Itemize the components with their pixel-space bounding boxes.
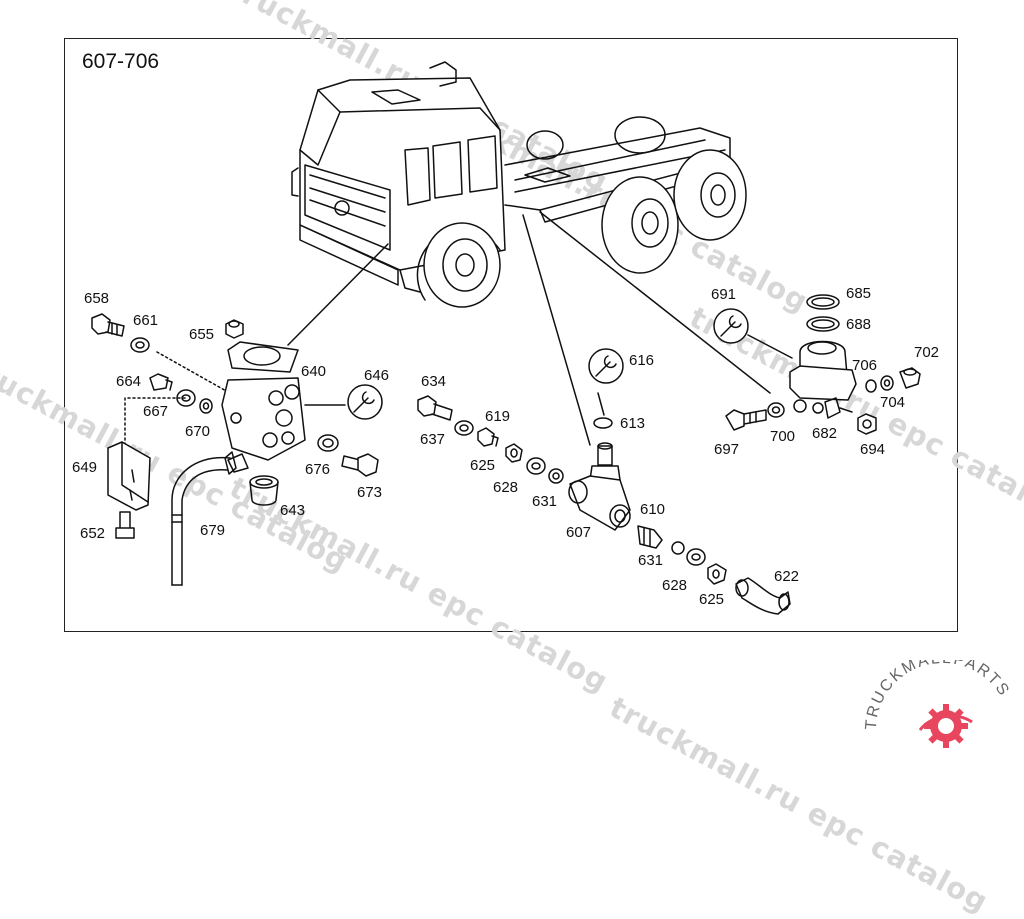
callout-634: 634: [421, 373, 446, 390]
callout-628b: 628: [662, 577, 687, 594]
gear-logo-icon: [918, 704, 973, 748]
leader-line: [522, 214, 591, 446]
callout-676: 676: [305, 461, 330, 478]
callout-622: 622: [774, 568, 799, 585]
callout-655: 655: [189, 326, 214, 343]
ring-628b: [686, 548, 706, 566]
washer-676: [317, 434, 339, 452]
callout-646: 646: [364, 367, 389, 384]
cap-613: [593, 417, 613, 429]
nut-625b: [707, 563, 727, 585]
callout-649: 649: [72, 459, 97, 476]
dryer-682: [789, 340, 857, 419]
leader-line: [287, 243, 389, 346]
callout-613: 613: [620, 415, 645, 432]
parts-diagram: 658 661 655 640 646 664 667 670 649 676 …: [72, 61, 939, 615]
ring-631: [548, 468, 564, 484]
bolt-673: [341, 453, 379, 477]
washer-667: [176, 389, 196, 407]
ring-628: [526, 457, 546, 475]
callout-628: 628: [493, 479, 518, 496]
washer-700: [767, 402, 785, 418]
bolt-658: [91, 313, 125, 337]
valve-607: [568, 442, 631, 531]
callout-700: 700: [770, 428, 795, 445]
truck-illustration: [291, 61, 747, 308]
elbow-622: [735, 577, 791, 615]
callout-706: 706: [852, 357, 877, 374]
leader-line: [156, 351, 229, 393]
callout-619: 619: [485, 408, 510, 425]
screw-652: [115, 511, 135, 539]
callout-685: 685: [846, 285, 871, 302]
callout-643: 643: [280, 502, 305, 519]
valve-assembly-640: [221, 341, 306, 473]
washer-637: [454, 420, 474, 436]
leader-line: [124, 397, 186, 451]
union-610: [637, 525, 663, 549]
washer-670: [199, 398, 213, 414]
callout-625: 625: [470, 457, 495, 474]
callout-631b: 631: [638, 552, 663, 569]
bracket-649: [107, 441, 151, 511]
wrench-icon: [347, 384, 383, 420]
callout-704: 704: [880, 394, 905, 411]
nut-694: [857, 413, 877, 435]
bolt-697: [725, 409, 767, 431]
callout-637: 637: [420, 431, 445, 448]
callout-691: 691: [711, 286, 736, 303]
callout-702: 702: [914, 344, 939, 361]
nut-625: [505, 443, 523, 463]
wrench-icon: [588, 348, 624, 384]
callout-658: 658: [84, 290, 109, 307]
callout-640: 640: [301, 363, 326, 380]
wrench-icon: [713, 308, 749, 344]
seal-685: [806, 294, 840, 310]
truckmall-parts-logo: TRUCKMALLPARTS: [863, 660, 1011, 748]
callout-661: 661: [133, 312, 158, 329]
callout-607: 607: [566, 524, 591, 541]
callout-673: 673: [357, 484, 382, 501]
callout-682: 682: [812, 425, 837, 442]
callout-labels: 658 661 655 640 646 664 667 670 649 676 …: [72, 285, 939, 608]
seal-688: [806, 316, 840, 332]
ring-706: [865, 379, 877, 393]
ring-704: [880, 375, 894, 391]
hose-679: [171, 451, 237, 586]
leader-line: [597, 392, 605, 416]
callout-625b: 625: [699, 591, 724, 608]
callout-664: 664: [116, 373, 141, 390]
plug-664: [149, 373, 173, 391]
diagram-frame: [64, 38, 958, 632]
diagram-title: 607-706: [82, 50, 160, 73]
callout-697: 697: [714, 441, 739, 458]
leader-line: [747, 334, 793, 359]
callout-667: 667: [143, 403, 168, 420]
callout-688: 688: [846, 316, 871, 333]
callout-679: 679: [200, 522, 225, 539]
callout-652: 652: [80, 525, 105, 542]
washer-661: [130, 337, 150, 353]
nut-655: [225, 319, 244, 339]
union-619: [477, 427, 499, 447]
callout-610: 610: [640, 501, 665, 518]
sleeve-643: [249, 475, 279, 506]
plug-702: [899, 367, 921, 389]
callout-631: 631: [532, 493, 557, 510]
leader-line: [539, 211, 771, 394]
callout-694: 694: [860, 441, 885, 458]
callout-616: 616: [629, 352, 654, 369]
callout-670: 670: [185, 423, 210, 440]
ring-631b: [671, 541, 685, 555]
bolt-634: [417, 395, 453, 421]
